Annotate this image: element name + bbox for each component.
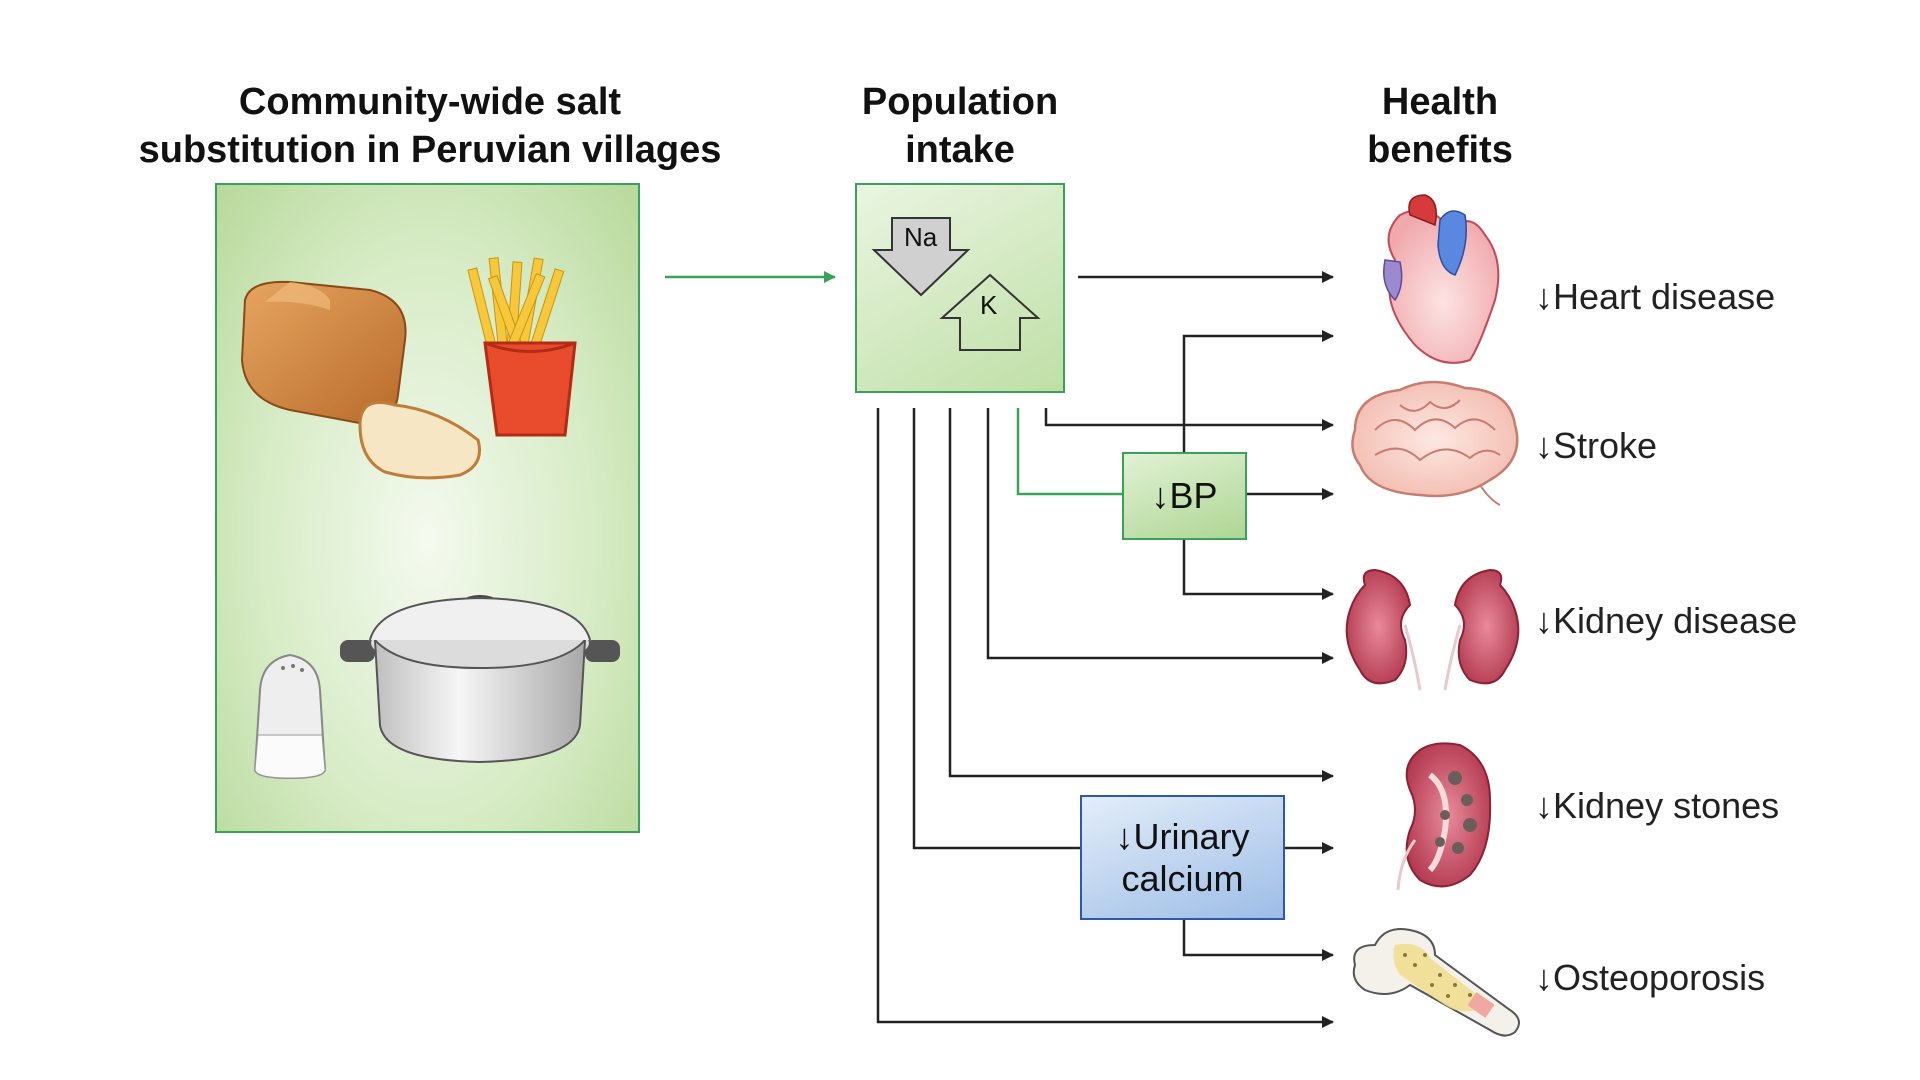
intake-heading: Population intake [861,81,1059,171]
osteoporosis-label: ↓Osteoporosis [1535,957,1766,998]
heart-icon [1383,194,1500,364]
intervention-heading: Community-wide salt substitution in Peru… [138,81,722,171]
bone-icon [1352,928,1520,1037]
potassium-up-arrow [939,273,1041,351]
fries-icon [467,257,577,437]
arrow-intake-to-bp [1016,408,1122,496]
cooking-pot-icon [340,595,620,764]
urinary-calcium-box: ↓Urinary calcium [1080,795,1285,920]
sodium-down-arrow [871,217,971,297]
stroke-label: ↓Stroke [1535,425,1658,466]
blood-pressure-box: ↓BP [1122,452,1247,540]
kidney-disease-label: ↓Kidney disease [1535,600,1798,641]
kidney-stones-label: ↓Kidney stones [1535,785,1780,826]
arrow-intake-to-urinary-calcium [912,408,1080,850]
arrow-bp-to-heart [1182,330,1334,452]
benefits-heading: Health benefits [1367,81,1513,171]
brain-icon [1351,380,1519,506]
potassium-label: K [980,290,998,320]
intake-box [855,183,1065,393]
heart-disease-label: ↓Heart disease [1535,276,1776,317]
arrow-uc-to-osteo [1182,920,1334,961]
bread-icon [240,280,481,480]
arrow-to-osteoporosis [876,408,1334,1028]
arrow-to-kidney-stones [948,408,1334,782]
arrow-to-kidney-disease [986,408,1334,664]
arrow-bp-to-kidney [1182,540,1334,600]
salt-shaker-icon [253,653,327,780]
kidney-stone-icon [1396,742,1492,891]
kidneys-icon [1345,568,1520,691]
sodium-label: Na [904,222,938,252]
arrow-to-stroke [1044,408,1334,431]
